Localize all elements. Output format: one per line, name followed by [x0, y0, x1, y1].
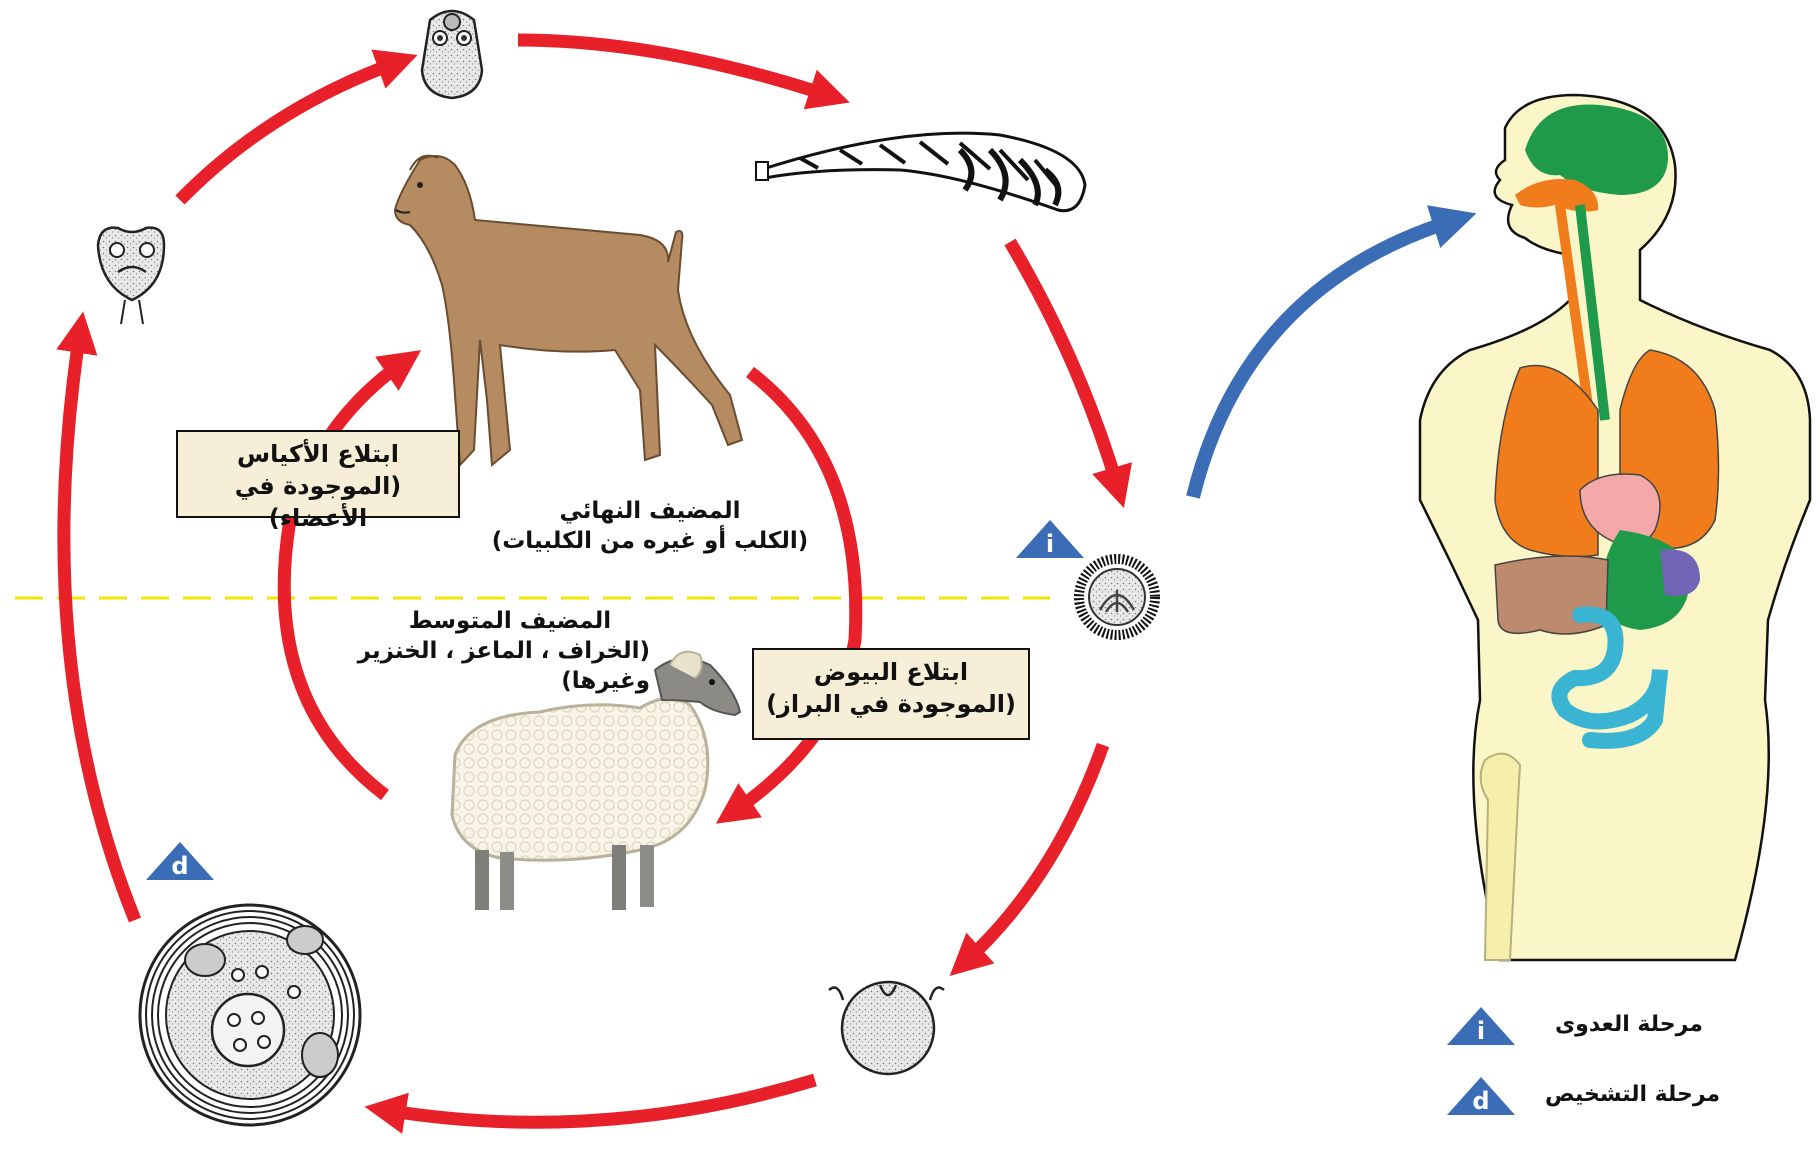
outer-cycle-arrows — [56, 33, 1133, 1134]
cyst-ingestion-box: ابتلاع الأكياس (الموجودة في الأعضاء) — [176, 430, 460, 532]
inner-cycle-arrows — [277, 350, 863, 824]
infective-stage-marker: i — [1016, 520, 1084, 558]
intermediate-host-label: المضيف المتوسط (الخراف ، الماعز ، الخنزي… — [330, 606, 650, 696]
protoscolex-illustration — [96, 226, 166, 325]
egg-ingestion-detail: (الموجودة في البراز) — [766, 690, 1016, 718]
oncosphere-illustration — [828, 980, 945, 1076]
definitive-host-title: المضيف النهائي — [559, 498, 741, 524]
cyst-ingestion-title: ابتلاع الأكياس — [237, 440, 399, 468]
arrow-adult-to-egg — [1004, 238, 1133, 508]
spleen — [1660, 549, 1700, 596]
legend-diagnostic-marker: d — [1447, 1077, 1515, 1115]
esophagus — [1555, 204, 1595, 421]
infective-marker-letter: i — [1046, 530, 1054, 558]
heart — [1579, 473, 1661, 547]
intermediate-host-title: المضيف المتوسط — [408, 608, 612, 634]
intermediate-host-examples: (الخراف ، الماعز ، الخنزير — [357, 638, 650, 664]
brain — [1525, 104, 1669, 195]
arrow-hydatid-to-protoscolex — [56, 311, 142, 923]
intermediate-host-examples-cont: وغيرها) — [561, 668, 650, 694]
definitive-host-examples: (الكلب أو غيره من الكلبيات) — [491, 528, 809, 554]
arrow-egg-to-human — [1186, 205, 1477, 499]
human-illustration — [1418, 93, 1812, 962]
definitive-host-label: المضيف النهائي (الكلب أو غيره من الكلبيا… — [480, 496, 820, 556]
trachea — [1575, 204, 1610, 421]
legend-diagnostic-letter: d — [1472, 1087, 1489, 1115]
hydatid-cyst-illustration — [138, 903, 362, 1127]
egg-ingestion-title: ابتلاع البيوض — [813, 658, 969, 686]
adult-worm-illustration — [755, 131, 1087, 213]
arrow-protoscolex-to-scolex — [175, 49, 418, 205]
egg-ingestion-box: ابتلاع البيوض (الموجودة في البراز) — [752, 648, 1030, 740]
egg-illustration — [1074, 554, 1160, 640]
sheep-illustration — [450, 650, 742, 910]
legend-infective-marker: i — [1447, 1007, 1515, 1045]
diagnostic-marker-letter: d — [171, 852, 188, 880]
diagnostic-stage-marker: d — [146, 842, 214, 880]
scolex-illustration — [420, 9, 484, 100]
arrow-scolex-to-adult — [517, 33, 850, 110]
arrow-egg-to-oncosphere — [949, 742, 1110, 977]
legend-infective-label: مرحلة العدوى — [1555, 1012, 1703, 1037]
cyst-ingestion-detail: (الموجودة في الأعضاء) — [234, 472, 402, 532]
femur — [1479, 752, 1522, 961]
arrow-inner-to-sheep — [715, 366, 863, 824]
nasal-cavity — [1515, 179, 1599, 212]
arrow-inner-to-dog — [277, 350, 422, 801]
left-lung — [1494, 364, 1599, 558]
legend-diagnostic-label: مرحلة التشخيص — [1545, 1082, 1721, 1107]
dog-illustration — [393, 154, 744, 468]
legend-infective-letter: i — [1477, 1017, 1485, 1045]
intestines — [1551, 606, 1668, 749]
arrow-oncosphere-to-hydatid — [364, 1073, 817, 1134]
